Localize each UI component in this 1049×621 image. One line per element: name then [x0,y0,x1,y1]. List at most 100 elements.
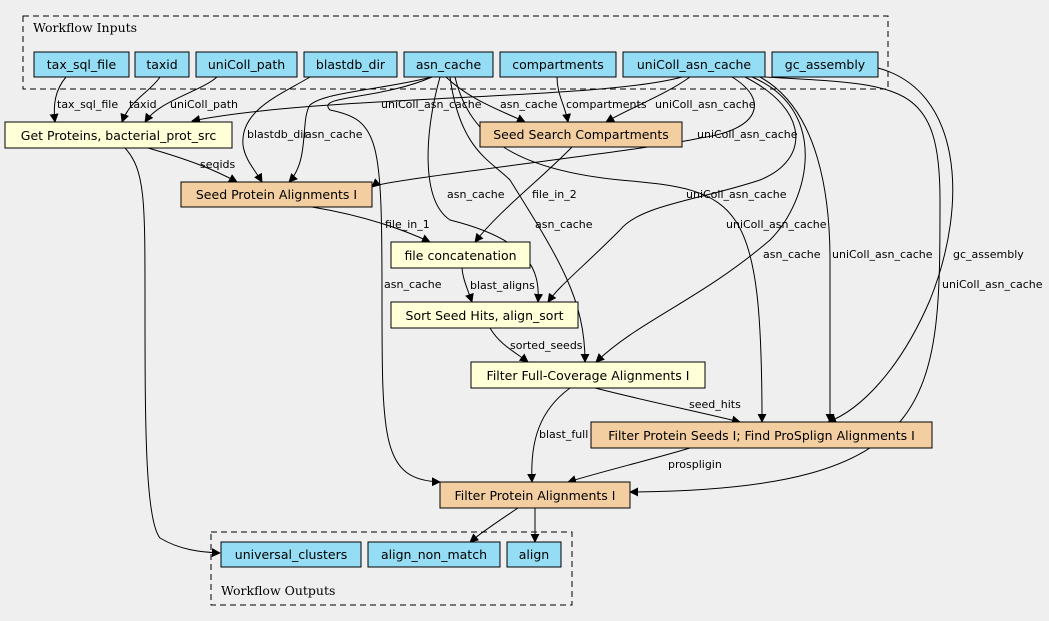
node-label: Filter Protein Alignments I [455,488,616,503]
edge-label: file_in_2 [532,188,577,201]
node-universal_clusters[interactable]: universal_clusters [220,541,362,568]
edges: tax_sql_file taxid uniColl_path uniColl_… [49,67,1043,558]
edge-compartments-seed_search: compartments [556,76,647,123]
node-compartments[interactable]: compartments [499,51,617,78]
edge-uniColl_asn_cache-filter_full: uniColl_asn_cache [595,76,827,363]
edge-asn_cache-sort_seed: asn_cache [427,76,543,303]
edge-label: uniColl_asn_cache [832,248,933,261]
node-file_concat[interactable]: file concatenation [390,241,531,269]
node-label: compartments [512,57,604,72]
edge-gc_assembly-filter_seeds: gc_assembly [827,67,1024,424]
node-box [499,51,617,78]
edge-asn_cache-filter_protein: asn_cache [327,76,442,487]
edge-label: file_in_1 [385,218,430,231]
outputs-cluster-label: Workflow Outputs [221,583,335,598]
edge-seed_protein-file_concat: file_in_1 [311,206,431,243]
node-seed_search[interactable]: Seed Search Compartments [479,121,683,148]
edge-label: uniColl_asn_cache [381,98,482,111]
edge-uniColl_path-get_proteins: uniColl_path [144,76,238,123]
edge-label: blastdb_dir [247,128,308,141]
node-label: universal_clusters [235,547,347,562]
node-box [220,541,362,568]
edge-uniColl_asn_cache-filter_seeds: uniColl_asn_cache [759,76,933,423]
outputs-cluster-border [210,531,573,606]
edge-label: tax_sql_file [57,98,118,111]
edge-tax_sql_file-get_proteins: tax_sql_file [49,76,118,123]
node-gc_assembly[interactable]: gc_assembly [771,51,879,78]
edge-label: uniColl_asn_cache [686,188,787,201]
node-box [33,51,130,78]
edge-label: compartments [566,98,647,111]
edge-label: prospligin [668,458,722,471]
node-label: blastdb_dir [316,57,386,72]
node-box [195,51,298,78]
edge-label: uniColl_asn_cache [726,218,827,231]
edge-label: blast_aligns [470,279,535,292]
node-label: gc_assembly [785,57,866,72]
node-box [479,121,683,148]
nodes: tax_sql_file taxid uniColl_path blastdb_… [4,51,933,568]
edge-file_concat-sort_seed: blast_aligns [461,267,535,303]
edge-label: asn_cache [500,98,558,111]
edge-label: asn_cache [535,218,593,231]
edge-label: uniColl_asn_cache [942,278,1043,291]
node-box [390,241,531,269]
edge-taxid-get_proteins: taxid [120,76,161,123]
outputs-cluster: Workflow Outputs [210,531,573,606]
node-label: Seed Search Compartments [493,127,669,142]
edge-label: taxid [129,98,157,111]
edge-label: seqids [200,158,236,171]
node-label: taxid [146,57,177,72]
edge-label: uniColl_asn_cache [697,128,798,141]
node-label: Get Proteins, bacterial_prot_src [21,128,217,143]
node-label: Filter Protein Seeds I; Find ProSplign A… [608,428,915,443]
node-filter_protein[interactable]: Filter Protein Alignments I [439,481,631,509]
node-label: Seed Protein Alignments I [196,187,357,202]
node-tax_sql_file[interactable]: tax_sql_file [33,51,130,78]
node-box [303,51,398,78]
node-uniColl_asn_cache[interactable]: uniColl_asn_cache [622,51,766,78]
node-uniColl_path[interactable]: uniColl_path [195,51,298,78]
edge-label: gc_assembly [953,248,1024,261]
node-box [4,121,233,149]
node-box [390,301,579,329]
node-asn_cache[interactable]: asn_cache [403,51,494,78]
node-get_proteins[interactable]: Get Proteins, bacterial_prot_src [4,121,233,149]
edge-label: asn_cache [447,188,505,201]
edge-uniColl_asn_cache-seed_search: uniColl_asn_cache [605,76,756,123]
node-sort_seed[interactable]: Sort Seed Hits, align_sort [390,301,579,329]
node-label: asn_cache [416,57,482,72]
edge-label: seed_hits [689,398,741,411]
node-align_non_match[interactable]: align_non_match [367,541,501,568]
node-align[interactable]: align [506,541,562,568]
node-filter_full[interactable]: Filter Full-Coverage Alignments I [470,361,706,389]
edge-uniColl_asn_cache-filter_protein: uniColl_asn_cache [629,76,1043,497]
node-taxid[interactable]: taxid [134,51,190,78]
node-box [403,51,494,78]
edge-sort_seed-filter_full: sorted_seeds [489,327,583,363]
node-label: Sort Seed Hits, align_sort [406,308,564,323]
node-box [180,181,373,208]
node-label: file concatenation [404,248,516,263]
edge-label: asn_cache [763,248,821,261]
edge-seed_search-file_concat: file_in_2 [474,146,577,243]
node-label: uniColl_path [208,57,285,72]
node-box [622,51,766,78]
node-label: align [519,547,549,562]
node-box [439,481,631,509]
node-box [134,51,190,78]
node-label: Filter Full-Coverage Alignments I [487,368,690,383]
edge-asn_cache-filter_full: asn_cache [449,76,593,363]
node-box [470,361,706,389]
edge-filter_seeds-filter_protein: prospligin [567,447,722,484]
node-seed_protein[interactable]: Seed Protein Alignments I [180,181,373,208]
node-blastdb_dir[interactable]: blastdb_dir [303,51,398,78]
edge-asn_cache-seed_search: asn_cache [445,76,558,123]
edge-filter_full-filter_protein: blast_full [527,387,588,483]
node-box [771,51,879,78]
edge-label: uniColl_path [170,98,238,111]
edge-asn_cache-seed_protein: asn_cache [288,76,433,183]
node-box [590,421,933,449]
node-filter_seeds[interactable]: Filter Protein Seeds I; Find ProSplign A… [590,421,933,449]
